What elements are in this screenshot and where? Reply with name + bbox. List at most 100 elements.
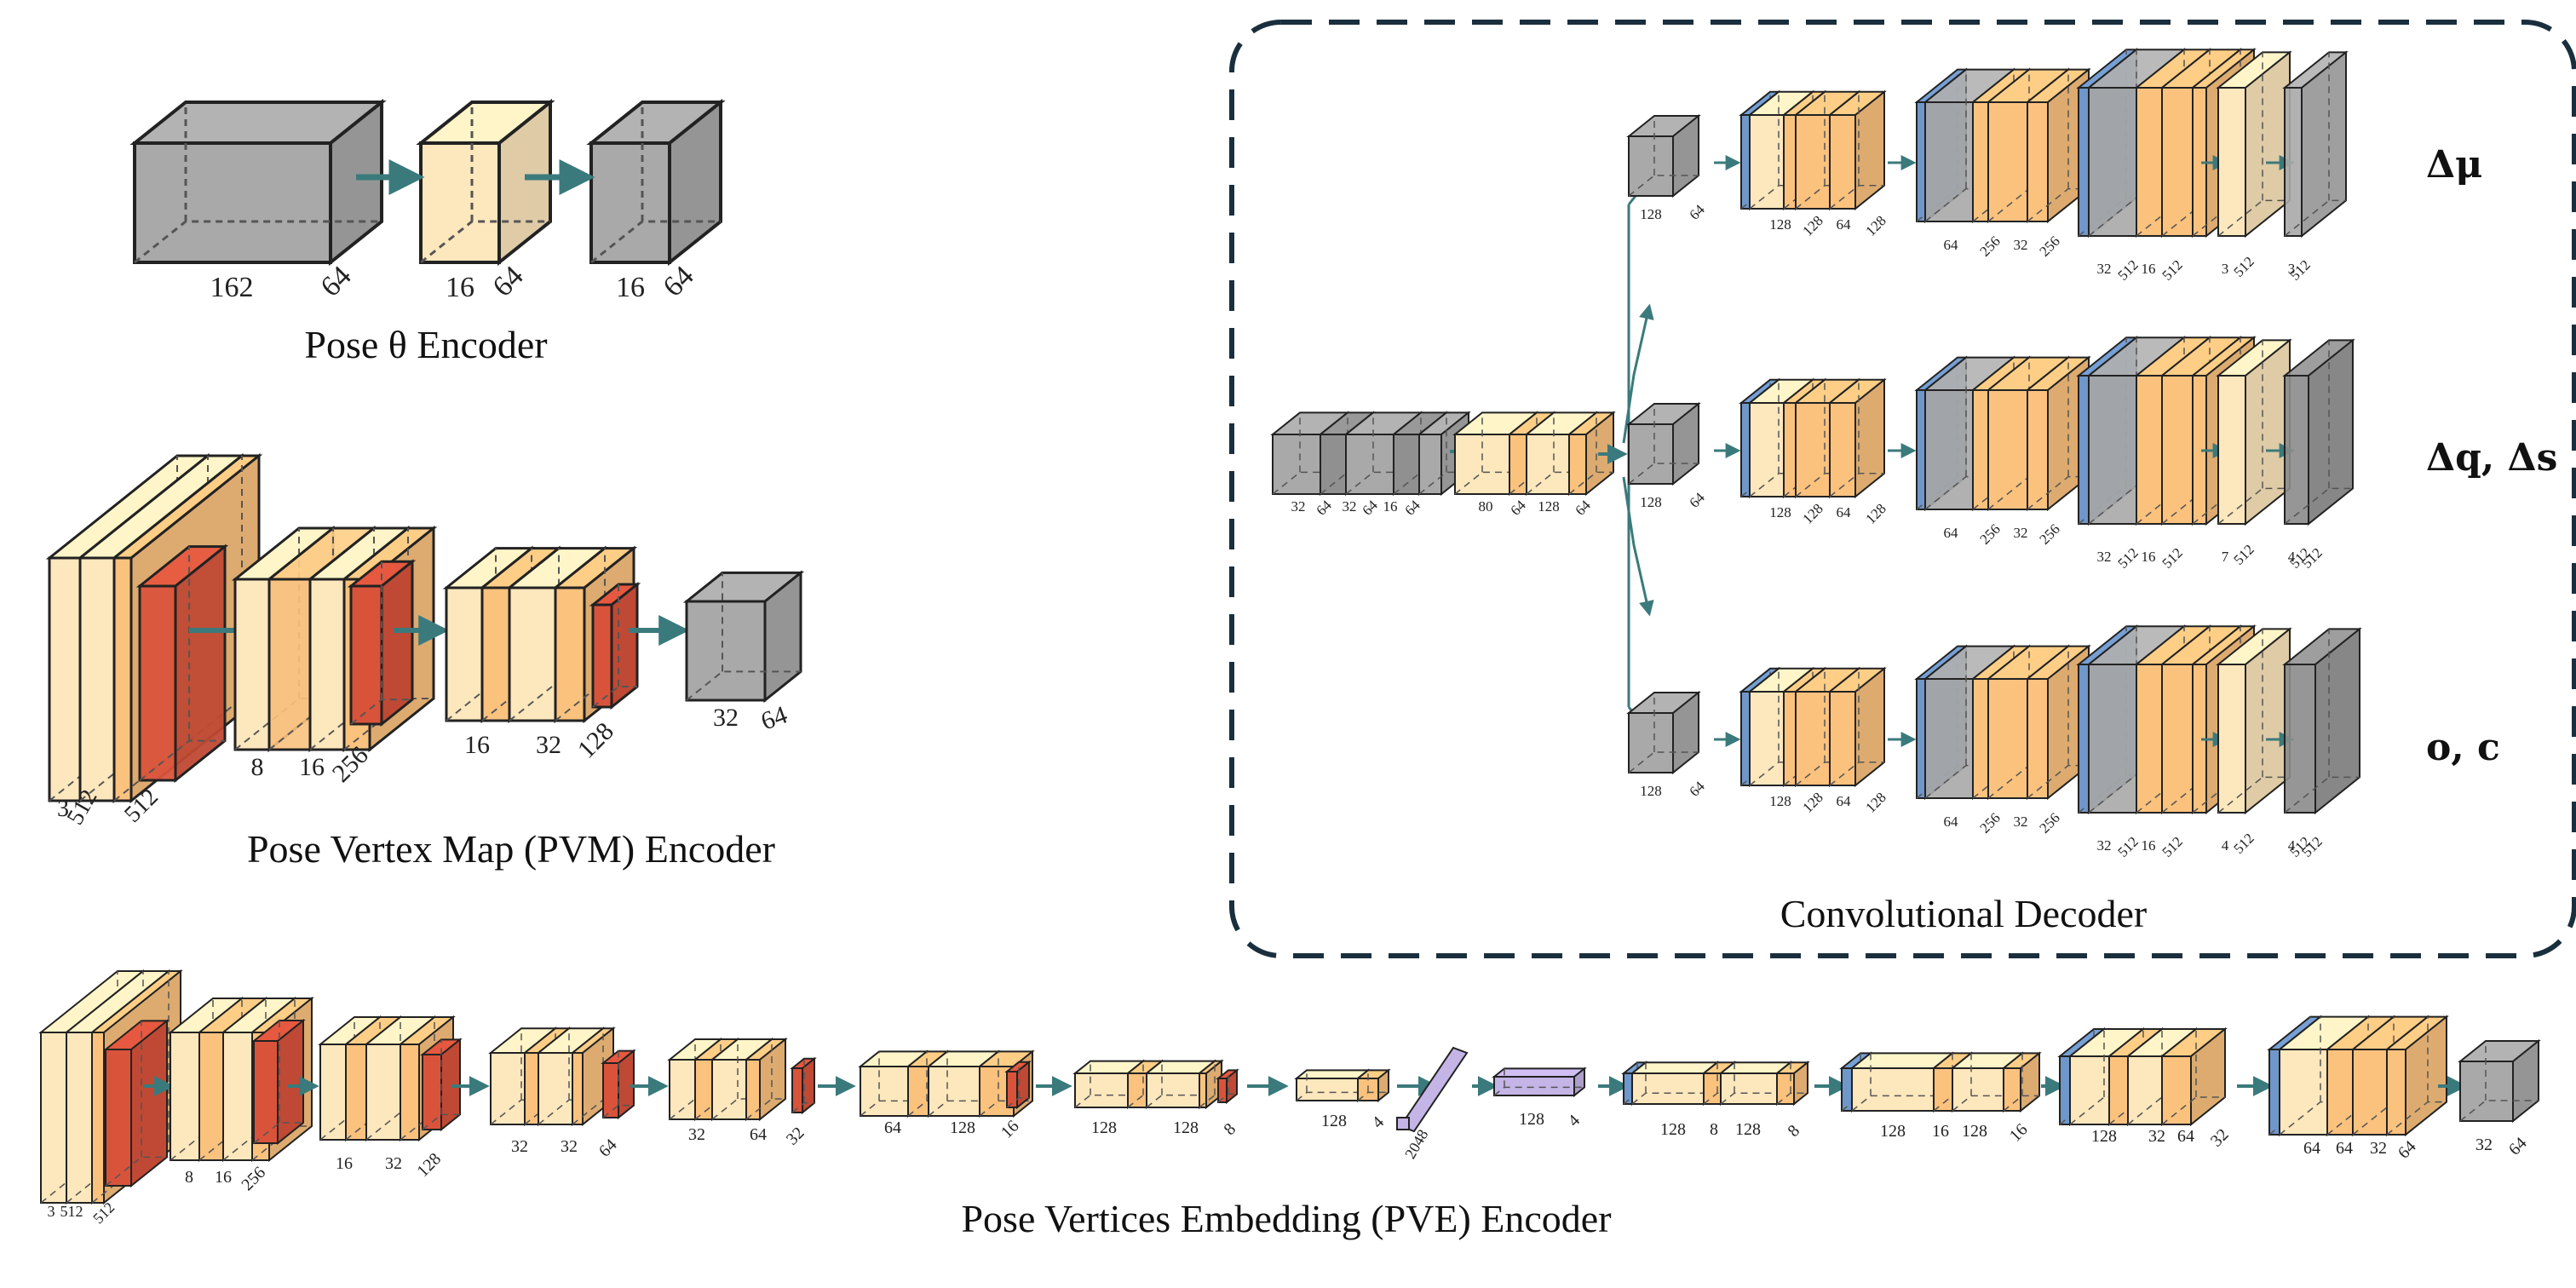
pvm-block-3 [442, 545, 638, 724]
pve-block-14-label-0: 64 [2303, 1139, 2320, 1158]
decoder-shared-2-label-2: 128 [1538, 498, 1560, 515]
pve-block-13 [2057, 1026, 2228, 1127]
pve-block-4 [488, 1026, 616, 1127]
pve-embedding-end [1396, 1117, 1410, 1130]
decoder-frame [1229, 20, 2576, 958]
decoder-branch-1-b2 [1914, 67, 2091, 224]
decoder-branch-2-b2-label-3: 256 [2036, 520, 2062, 547]
pose-label-1b: 64 [314, 260, 357, 302]
pve-block-13-label-0: 128 [2091, 1127, 2117, 1146]
decoder-branch-3-b1-label-3: 128 [1862, 789, 1889, 815]
pve-block-13-label-2: 64 [2177, 1127, 2194, 1146]
decoder-branch-1-b2-label-0: 64 [1944, 237, 1959, 253]
pve-block-3-label-1: 32 [385, 1154, 402, 1173]
pve-block-11-label-0: 128 [1660, 1120, 1686, 1139]
pve-block-12-slab-4 [2001, 1051, 2042, 1113]
decoder-split-down [1622, 476, 1654, 617]
output-label-delta-mu: Δμ [2426, 143, 2482, 187]
pve-block-13-label-1: 32 [2148, 1127, 2165, 1146]
pve-block-7-pool [1216, 1068, 1239, 1105]
pve-block-3-label-0: 16 [336, 1154, 353, 1173]
pve-block-2-pool [251, 1018, 306, 1146]
pvm-block-2-pool [347, 559, 417, 727]
pve-block-14-slab-4 [2384, 1015, 2449, 1137]
output-label-opacity-color: o, c [2426, 726, 2500, 769]
pose-block-1 [129, 98, 387, 267]
pve-block-15-label-0: 32 [2475, 1136, 2493, 1154]
decoder-branch-3-stem [1626, 690, 1701, 775]
decoder-branch-3-b4-label-1: 512 [2230, 830, 2257, 856]
pve-block-12-label-0: 128 [1880, 1122, 1906, 1141]
decoder-split-up [1622, 303, 1654, 444]
decoder-branch-2-b1-label-2: 64 [1837, 504, 1852, 520]
decoder-branch-3-b1 [1739, 666, 1887, 788]
decoder-branch-3-stem-label-0: 128 [1640, 783, 1662, 799]
pvm-label-1a: 3 [57, 796, 69, 822]
pve-block-12-label-2: 128 [1962, 1122, 1987, 1141]
pve-block-5 [667, 1037, 788, 1122]
decoder-branch-3-b3-label-0: 32 [2097, 837, 2112, 854]
decoder-branch-3-b2-label-3: 256 [2036, 809, 2062, 836]
decoder-branch-3-b2-label-2: 32 [2014, 814, 2028, 830]
decoder-branch-3-b4-label-0: 4 [2222, 837, 2229, 854]
pve-block-3-label-2: 128 [413, 1149, 445, 1181]
decoder-shared-1 [1270, 411, 1471, 497]
decoder-branch-3-b3-label-2: 16 [2142, 837, 2156, 854]
pose-block-2 [416, 98, 555, 267]
pose-label-3b: 64 [657, 260, 699, 302]
pve-block-14-label-2: 32 [2370, 1139, 2387, 1158]
decoder-branch-2-stem [1626, 401, 1701, 486]
decoder-branch-1-stem-label-0: 128 [1640, 206, 1662, 222]
pose-label-2b: 64 [486, 260, 529, 302]
decoder-branch-1-b1-label-2: 64 [1837, 216, 1852, 233]
decoder-branch-2-b1-label-0: 128 [1769, 504, 1791, 520]
pve-block-11-label-1: 8 [1710, 1120, 1718, 1139]
pvm-encoder-title: Pose Vertex Map (PVM) Encoder [247, 827, 775, 871]
pve-block-12-label-1: 16 [1932, 1122, 1949, 1141]
pve-block-4-pool [601, 1049, 636, 1120]
decoder-shared-1-label-0: 32 [1291, 498, 1306, 515]
pve-block-8 [1294, 1068, 1391, 1103]
decoder-branch-3-b5-label-0: 4 [2288, 837, 2296, 854]
decoder-branch-3-b3-label-1: 512 [2114, 833, 2141, 860]
decoder-branch-1-b5-label-0: 3 [2288, 261, 2296, 277]
pve-block-10-label-0: 128 [1519, 1110, 1544, 1129]
pve-block-12-label-3: 16 [2006, 1120, 2032, 1146]
decoder-branch-2-b1-label-1: 128 [1799, 500, 1826, 526]
pvm-block-1-pool [135, 543, 229, 784]
decoder-branch-2-b1 [1739, 377, 1887, 499]
pve-block-4-label-1: 32 [561, 1137, 578, 1156]
pve-block-14-label-1: 64 [2336, 1139, 2353, 1158]
decoder-branch-1-b3-label-0: 32 [2097, 261, 2112, 277]
pve-block-1-label-0: 3 [48, 1203, 55, 1220]
pose-encoder-title: Pose θ Encoder [304, 323, 547, 366]
decoder-branch-1-b4-label-0: 3 [2222, 261, 2229, 277]
pve-block-7 [1072, 1059, 1224, 1110]
decoder-branch-1-b2-label-3: 256 [2036, 233, 2062, 259]
pve-block-14-label-3: 64 [2395, 1137, 2420, 1163]
pve-block-1-pool [103, 1019, 170, 1188]
decoder-branch-2-stem-label-1: 64 [1686, 489, 1708, 511]
decoder-branch-3-b5 [2282, 627, 2362, 815]
pvm-label-2a: 8 [251, 753, 264, 781]
decoder-branch-2-b5-label-0: 4 [2288, 549, 2296, 565]
decoder-branch-3-b3-label-3: 512 [2159, 833, 2185, 860]
decoder-branch-2-b3-label-3: 512 [2159, 544, 2185, 571]
decoder-branch-1-b1-slab-4 [1827, 89, 1887, 211]
decoder-branch-3-b4 [2216, 627, 2292, 815]
pve-block-2-label-0: 8 [185, 1168, 193, 1187]
decoder-shared-1-label-2: 32 [1343, 498, 1357, 515]
pvm-label-2b: 16 [299, 753, 325, 781]
decoder-branch-3-b2 [1914, 644, 2091, 801]
pvm-label-3c: 128 [572, 717, 619, 764]
pve-block-7-label-1: 128 [1173, 1118, 1199, 1137]
decoder-branch-2-b1-slab-4 [1827, 377, 1887, 499]
decoder-branch-2-b2 [1914, 355, 2091, 512]
pose-label-1a: 162 [210, 272, 254, 303]
decoder-branch-2-b5 [2282, 338, 2355, 526]
pve-block-5-slab-3 [744, 1037, 788, 1122]
pve-block-6-label-2: 16 [998, 1117, 1023, 1142]
decoder-branch-2-b3-label-1: 512 [2114, 544, 2141, 571]
